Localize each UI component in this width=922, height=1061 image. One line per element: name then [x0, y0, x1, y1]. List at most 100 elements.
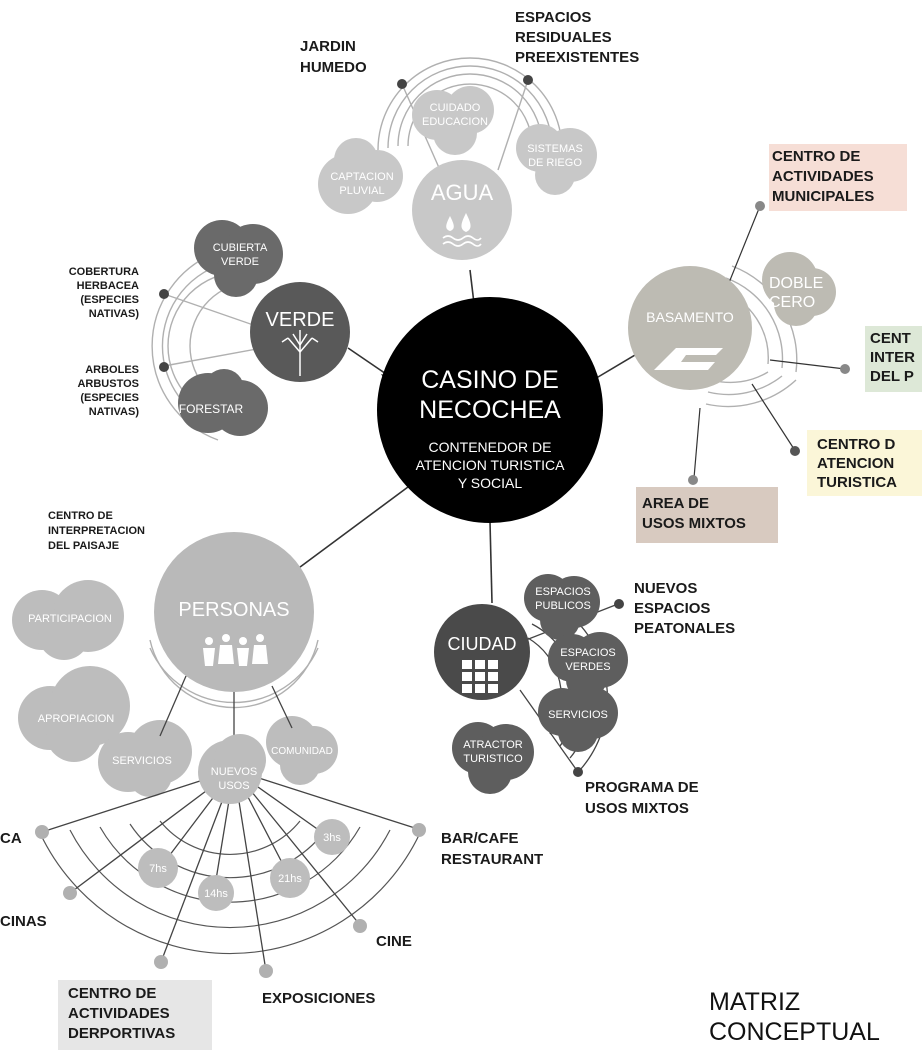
tag-mixtos-bg — [636, 487, 778, 543]
tag-interp-bg — [865, 326, 922, 392]
agua-hub-label: AGUA — [431, 180, 494, 205]
personas-servicios-label: SERVICIOS — [112, 755, 172, 767]
time-label-0: 7hs — [149, 863, 167, 875]
water-drops-icon — [446, 213, 471, 232]
bubble-captacion — [318, 138, 403, 214]
ca-label: CA — [0, 830, 22, 847]
personas-cluster — [12, 532, 426, 978]
basamento-hub-circle — [628, 266, 752, 390]
personas-endpoint-exposiciones — [259, 964, 273, 978]
exposiciones-label: EXPOSICIONES — [262, 990, 375, 1007]
verde-cluster — [151, 220, 350, 441]
participacion-label: PARTICIPACION — [28, 613, 112, 625]
bubble-publicos — [524, 574, 600, 640]
comunidad-label: COMUNIDAD — [271, 746, 333, 757]
agua-cluster — [318, 57, 597, 260]
apropiacion-label: APROPIACION — [38, 713, 114, 725]
people-icon — [203, 634, 268, 666]
ciudad-hub-label: CIUDAD — [447, 634, 516, 654]
agua-endpoint-jardin — [397, 79, 407, 89]
bubble-participacion — [12, 580, 124, 660]
connector-basamento — [592, 351, 641, 381]
verde-endpoint-cobertura — [159, 289, 169, 299]
water-waves-icon — [442, 235, 482, 247]
connector-ciudad — [489, 521, 493, 604]
basamento-c-icon — [654, 348, 723, 370]
basamento-endpoint-interp — [840, 364, 850, 374]
time-label-3: 3hs — [323, 832, 341, 844]
verde-endpoint-arboles — [159, 362, 169, 372]
time-bubble-14 — [198, 875, 234, 911]
time-bubble-7 — [138, 848, 178, 888]
basamento-hub-label: BASAMENTO — [646, 309, 734, 325]
personas-endpoint-ca — [35, 825, 49, 839]
cine-label: CINE — [376, 933, 412, 950]
connector-personas — [291, 483, 413, 574]
basamento-endpoint-mixtos — [688, 475, 698, 485]
ciudad-servicios-label: SERVICIOS — [548, 709, 608, 721]
agua-hub-circle — [412, 160, 512, 260]
personas-endpoint-deportivas — [154, 955, 168, 969]
cinas-label: CINAS — [0, 913, 47, 930]
agua-arcs — [377, 57, 563, 171]
agua-endpoint-espacios — [523, 75, 533, 85]
tag-municipales-bg — [769, 144, 907, 211]
bubble-apropiacion — [18, 666, 130, 762]
basamento-endpoint-atencion — [790, 446, 800, 456]
bubble-nuevos-usos — [198, 734, 266, 804]
tree-icon — [281, 330, 319, 376]
ciudad-endpoint-nuevos — [614, 599, 624, 609]
time-bubble-21 — [270, 858, 310, 898]
ciudad-hub-circle — [434, 604, 530, 700]
tag-atencion-bg — [807, 430, 922, 496]
verde-hub-label: VERDE — [266, 309, 335, 331]
time-bubble-3 — [314, 819, 350, 855]
bubble-cubierta — [194, 220, 283, 297]
bubble-forestar — [178, 369, 268, 436]
personas-hub-circle — [154, 532, 314, 692]
center-circle — [377, 297, 603, 523]
personas-hub-label: PERSONAS — [178, 599, 289, 621]
basamento-cluster — [628, 201, 850, 485]
bubble-doble — [762, 252, 836, 326]
basamento-endpoint-municipales — [755, 201, 765, 211]
personas-endpoint-cinas — [63, 886, 77, 900]
bubble-personas-servicios — [98, 720, 192, 797]
bubble-atractor — [452, 722, 534, 794]
personas-endpoint-bar — [412, 823, 426, 837]
bubble-cuidado — [412, 86, 494, 155]
bubble-ciudad-servicios — [538, 687, 618, 752]
bubble-comunidad — [266, 716, 338, 785]
time-label-2: 21hs — [278, 873, 302, 885]
grid-icon — [462, 660, 498, 693]
personas-endpoint-cine — [353, 919, 367, 933]
time-label-1: 14hs — [204, 888, 228, 900]
tag-deportivas-bg — [58, 980, 212, 1050]
